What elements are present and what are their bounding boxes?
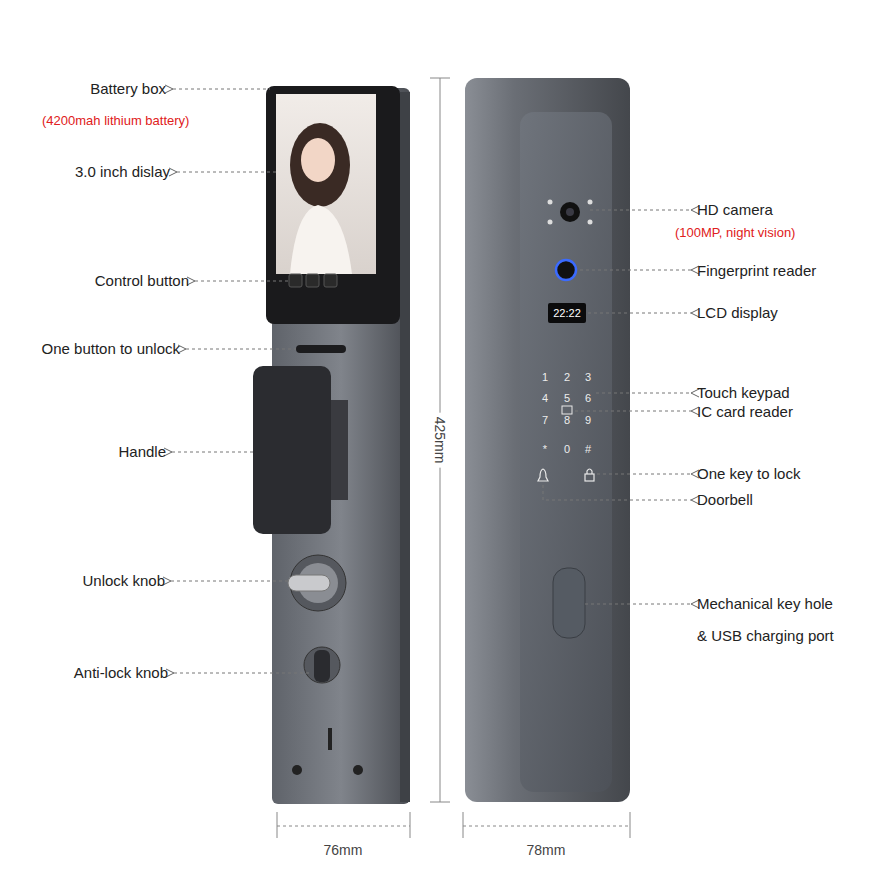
- screen-figure-hair: [290, 123, 350, 207]
- dimension-tick: [630, 812, 631, 838]
- leader-line: [588, 313, 691, 314]
- control-button: [289, 274, 302, 287]
- part-label: 3.0 inch dislay: [75, 163, 170, 180]
- spec-note: (4200mah lithium battery): [42, 114, 189, 129]
- handle: [253, 366, 331, 534]
- part-label: One button to unlock: [42, 340, 180, 357]
- screen-figure-body: [290, 205, 352, 274]
- part-label: Anti-lock knob: [74, 664, 168, 681]
- lcd-time: 22:22: [553, 307, 581, 320]
- slot: [328, 728, 332, 750]
- lcd-display: [548, 303, 586, 323]
- part-label: Doorbell: [697, 491, 753, 508]
- dimension-tick: [410, 812, 411, 838]
- ir-led: [548, 220, 553, 225]
- leader-line: [195, 281, 289, 282]
- ir-led: [548, 200, 553, 205]
- unlock-button-slot: [296, 345, 346, 353]
- part-label: HD camera: [697, 201, 773, 218]
- anti-lock-knob-base: [304, 647, 340, 683]
- keypad-key: 0: [564, 443, 570, 456]
- leader-line: [171, 581, 290, 582]
- keypad-key: *: [543, 443, 547, 456]
- screen-figure-face: [301, 138, 335, 182]
- part-label: Battery box: [90, 80, 166, 97]
- anti-lock-knob-lever: [314, 650, 330, 682]
- leader-line: [543, 485, 691, 500]
- part-label: Handle: [118, 443, 166, 460]
- doorbell-icon: [538, 469, 548, 481]
- part-label: IC card reader: [697, 403, 793, 420]
- leader-line: [575, 411, 691, 412]
- leader-line: [186, 349, 296, 350]
- keypad-key: #: [585, 443, 591, 456]
- leader-line: [585, 604, 691, 605]
- part-label: Touch keypad: [697, 384, 790, 401]
- outer-lock-face: [520, 112, 612, 792]
- part-label: LCD display: [697, 304, 778, 321]
- dimension-tick: [430, 78, 450, 79]
- dimension-tick: [430, 802, 450, 803]
- ir-led: [588, 200, 593, 205]
- dimension-value: 78mm: [527, 842, 566, 858]
- keypad-key: 2: [564, 371, 570, 384]
- keypad-key: 5: [564, 392, 570, 405]
- leader-line: [174, 673, 312, 674]
- dimension-lines: [277, 78, 630, 838]
- keypad-key: 7: [542, 414, 548, 427]
- fingerprint-reader: [556, 260, 576, 280]
- keypad-key: 8: [564, 414, 570, 427]
- part-label: Control button: [95, 272, 189, 289]
- keypad-key: 1: [542, 371, 548, 384]
- lock-icon-shackle: [587, 469, 592, 474]
- screen-image: [276, 94, 376, 274]
- camera-lens: [566, 208, 574, 216]
- keypad-key: 9: [585, 414, 591, 427]
- screw: [353, 765, 363, 775]
- ir-led: [588, 220, 593, 225]
- leader-line: [172, 452, 253, 453]
- ic-card-icon: [562, 406, 572, 414]
- leader-line: [173, 89, 270, 90]
- leader-line: [590, 210, 691, 211]
- screen-module: [266, 86, 400, 324]
- unlock-knob-lever: [288, 575, 330, 591]
- dimension-value: 425mm: [432, 413, 448, 468]
- keypad-key: 4: [542, 392, 548, 405]
- leader-line: [580, 270, 691, 271]
- part-label: Mechanical key hole & USB charging port: [697, 588, 847, 652]
- keypad-key: 6: [585, 392, 591, 405]
- leader-line: [597, 474, 691, 475]
- dimension-tick: [463, 812, 464, 838]
- control-button: [306, 274, 319, 287]
- control-button: [324, 274, 337, 287]
- leader-line: [177, 172, 276, 173]
- part-label: Fingerprint reader: [697, 262, 816, 279]
- lock-icon: [585, 474, 594, 481]
- part-label: One key to lock: [697, 465, 800, 482]
- outer-lock-body: [465, 78, 630, 802]
- inner-lock-edge: [400, 92, 410, 802]
- dimension-tick: [277, 812, 278, 838]
- dimension-line: [463, 826, 630, 827]
- camera: [560, 202, 580, 222]
- dimension-line: [277, 826, 410, 827]
- leader-line: [596, 393, 691, 394]
- leader-lines: [171, 89, 691, 673]
- key-hole-cover: [553, 568, 585, 638]
- spec-note: (100MP, night vision): [675, 226, 795, 241]
- part-label: Unlock knob: [82, 572, 165, 589]
- keypad-key: 3: [585, 371, 591, 384]
- dimension-value: 76mm: [324, 842, 363, 858]
- screw: [292, 765, 302, 775]
